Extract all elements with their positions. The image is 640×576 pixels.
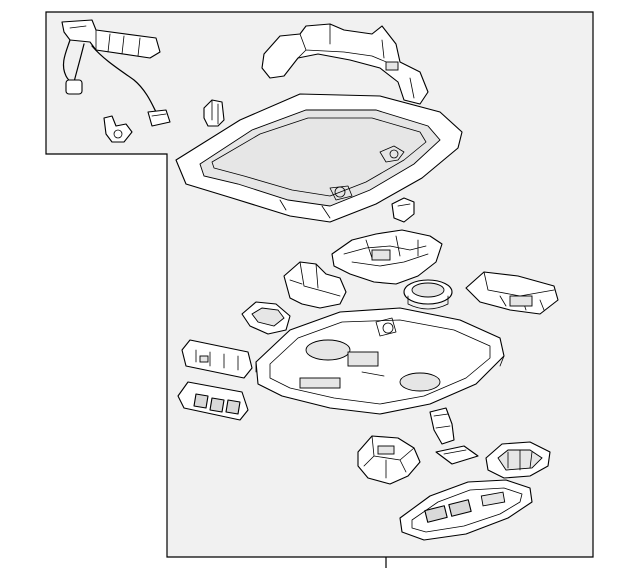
headliner-reinforcement-bracket <box>261 23 429 105</box>
overhead-console-housing <box>255 307 505 415</box>
console-mounting-frame <box>175 93 463 223</box>
garage-opener-switch <box>181 339 253 379</box>
microphone-housing <box>283 261 347 309</box>
sunroof-control-module <box>331 229 443 285</box>
reading-lamp-lens <box>485 441 551 479</box>
wiring-harness-bracket <box>61 19 161 59</box>
retainer-clip <box>203 99 225 127</box>
electrical-connector <box>435 445 479 465</box>
lamp-lens <box>241 301 291 335</box>
rear-lamp-housing <box>429 407 455 445</box>
sunglass-holder <box>465 271 559 315</box>
bulb-socket <box>391 197 415 223</box>
map-lamp-switch-housing <box>403 279 453 310</box>
lamp-switch-assembly <box>357 435 421 485</box>
dome-lamp-bezel <box>399 479 533 541</box>
harness-connector <box>65 79 171 127</box>
harness-clip <box>103 115 133 143</box>
console-switch-panel <box>177 381 249 421</box>
